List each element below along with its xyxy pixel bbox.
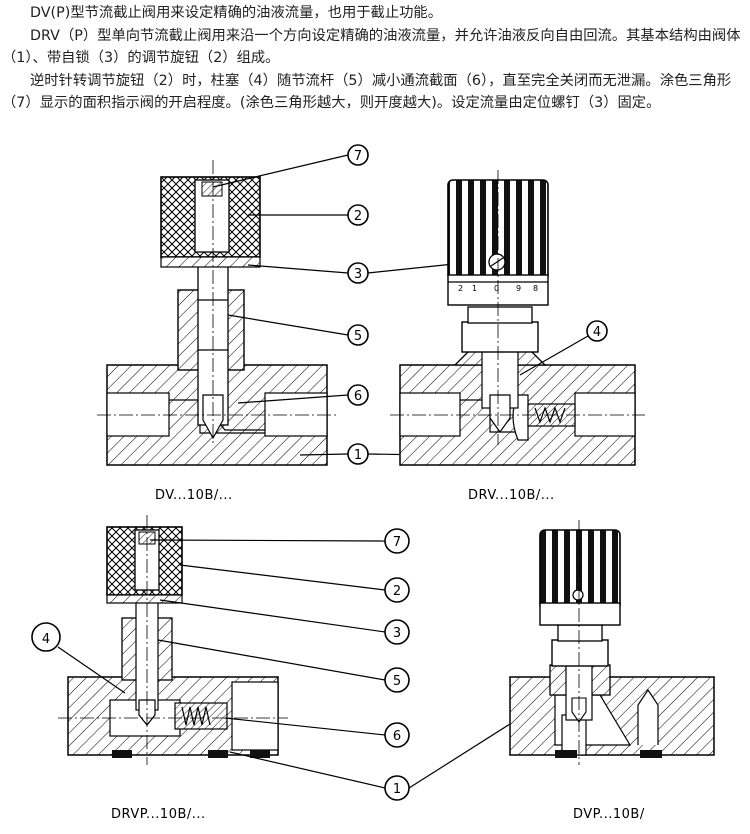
callout-2b: 2 xyxy=(393,584,401,599)
callout-2: 2 xyxy=(354,209,362,224)
svg-text:1: 1 xyxy=(472,284,477,293)
svg-text:0: 0 xyxy=(494,284,499,293)
callout-drv-4: 4 xyxy=(586,320,608,342)
paragraph-2: DRV（P）型单向节流截止阀用来沿一个方向设定精确的油液流量，并允许油液反向自由… xyxy=(2,27,741,67)
callouts-dv: 7 2 3 5 6 1 xyxy=(347,144,369,465)
callout-7: 7 xyxy=(354,149,362,164)
callout-3b: 3 xyxy=(393,626,401,641)
svg-text:4: 4 xyxy=(593,325,601,340)
description-text: DV(P)型节流截止阀用来设定精确的油液流量，也用于截止功能。 DRV（P）型单… xyxy=(2,2,744,115)
caption-drvp: DRVP...10B/... xyxy=(111,807,206,822)
svg-text:9: 9 xyxy=(516,284,521,293)
diagram-drv: 2 1 0 9 8 xyxy=(390,170,645,466)
callout-4: 4 xyxy=(42,632,50,647)
caption-dvp: DVP...10B/ xyxy=(573,807,645,822)
callout-1: 1 xyxy=(354,448,362,463)
scale-marks: 2 1 0 9 8 xyxy=(458,284,538,293)
callout-7b: 7 xyxy=(393,535,401,550)
callout-1b: 1 xyxy=(393,782,401,797)
paragraph-1: DV(P)型节流截止阀用来设定精确的油液流量，也用于截止功能。 xyxy=(30,5,443,21)
paragraph-3: 逆时针转调节旋钮（2）时，柱塞（4）随节流杆（5）减小通流截面（6），直至完全关… xyxy=(2,72,732,112)
svg-text:8: 8 xyxy=(533,284,538,293)
svg-text:2: 2 xyxy=(458,284,463,293)
callout-5: 5 xyxy=(354,329,362,344)
caption-dv: DV...10B/... xyxy=(155,488,233,503)
callout-6: 6 xyxy=(354,389,362,404)
callout-5b: 5 xyxy=(393,674,401,689)
diagram-drvp xyxy=(57,515,386,789)
diagram-dvp xyxy=(509,520,715,765)
diagram-dv xyxy=(97,154,349,466)
callout-6b: 6 xyxy=(393,729,401,744)
callout-3: 3 xyxy=(354,267,362,282)
caption-drv: DRV...10B/... xyxy=(468,488,555,503)
